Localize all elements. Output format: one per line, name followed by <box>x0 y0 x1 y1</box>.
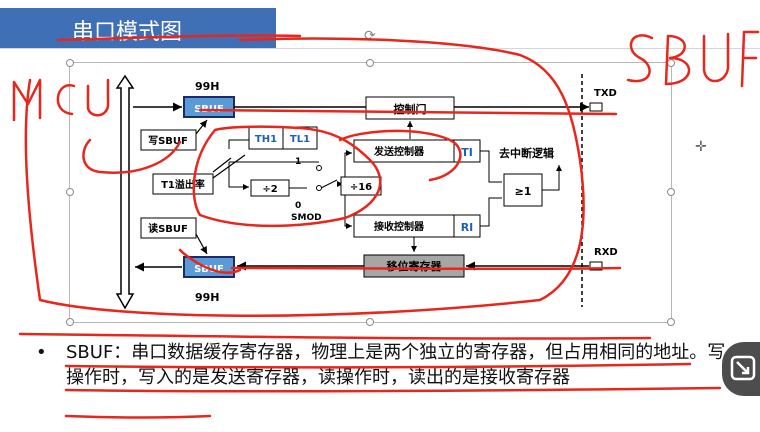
or-gate-label: ≥1 <box>515 185 532 198</box>
send-controller-label: 发送控制器 <box>373 145 425 158</box>
resize-handle-se[interactable] <box>667 318 675 326</box>
read-sbuf-label: 读SBUF <box>148 222 188 235</box>
underline-ink-1 <box>18 332 652 340</box>
recv-controller-label: 接收控制器 <box>374 220 425 233</box>
div2-label: ÷2 <box>262 184 277 195</box>
tl1-label: TL1 <box>290 134 310 145</box>
serial-port-diagram: 99H 99H SBUF SBUF 写SBUF 读SBUF 控制门 T1溢出率 … <box>115 74 618 310</box>
th1-label: TH1 <box>255 134 277 145</box>
addr-top-label: 99H <box>195 80 220 93</box>
sbuf-recv-label: SBUF <box>194 264 224 275</box>
crosshair-icon: ✛ <box>695 139 707 155</box>
data-bus-arrow <box>115 74 135 310</box>
control-gate-label: 控制门 <box>394 102 427 116</box>
shift-register-label: 移位寄存器 <box>387 259 443 273</box>
resize-handle-sw[interactable] <box>66 318 74 326</box>
mcu-ink-m <box>12 78 42 122</box>
sbuf-ink-f <box>740 30 760 88</box>
rxd-label: RXD <box>594 247 618 258</box>
sbuf-send-label: SBUF <box>194 104 224 115</box>
txd-pin <box>589 102 603 112</box>
screen-capture-button[interactable] <box>722 342 760 396</box>
slide-divider <box>0 48 760 49</box>
slide-title[interactable]: 串口模式图 <box>72 20 183 45</box>
div16-label: ÷16 <box>350 182 372 193</box>
txd-label: TXD <box>594 88 617 99</box>
t1-overflow-label: T1溢出率 <box>161 178 205 191</box>
screen-capture-icon <box>730 355 756 381</box>
resize-handle-e[interactable] <box>667 188 675 196</box>
rxd-pin <box>589 261 603 271</box>
ti-label: TI <box>461 146 473 159</box>
write-sbuf-label: 写SBUF <box>148 135 188 147</box>
smod-label: SMOD <box>291 213 322 223</box>
rotate-handle-icon[interactable]: ⟳ <box>364 28 376 44</box>
underline-ink-4 <box>64 414 212 419</box>
resize-handle-s[interactable] <box>366 318 374 326</box>
sbuf-ink-u <box>702 32 730 83</box>
ri-label: RI <box>461 221 474 234</box>
bullet-dot: • <box>36 342 47 363</box>
smod-zero-label: 0 <box>295 201 301 211</box>
addr-bottom-label: 99H <box>195 291 220 304</box>
bullet-text[interactable]: SBUF：串口数据缓存寄存器，物理上是两个独立的寄存器，但占用相同的地址。写操作… <box>66 342 726 388</box>
smod-one-label: 1 <box>295 157 301 167</box>
interrupt-logic-label: 去中断逻辑 <box>499 146 554 160</box>
